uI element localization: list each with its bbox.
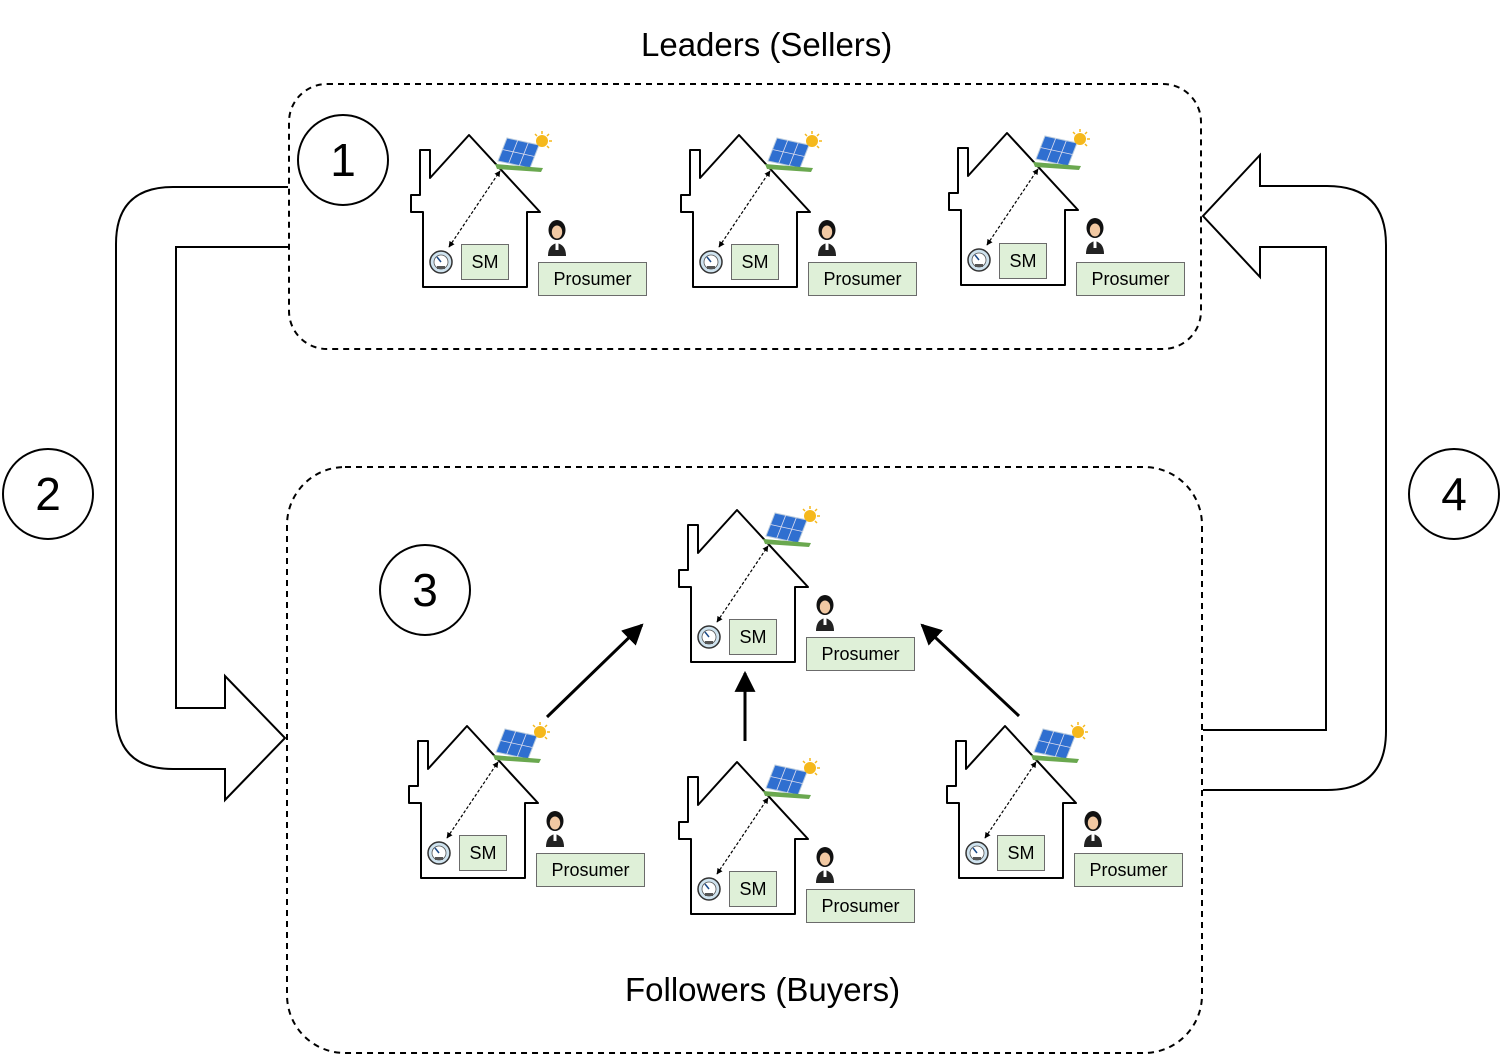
sm-label: SM [999, 243, 1047, 279]
left-flow-arrow [115, 186, 288, 803]
follower-arrow-right [920, 623, 1021, 718]
sm-label: SM [461, 244, 509, 280]
right-flow-arrow [1201, 152, 1387, 791]
prosumer-label: Prosumer [806, 637, 915, 671]
prosumer-label: Prosumer [1074, 853, 1183, 887]
sm-label: SM [459, 835, 507, 871]
leaders-group-box [288, 83, 1202, 350]
prosumer-label: Prosumer [806, 889, 915, 923]
leaders-title: Leaders (Sellers) [641, 26, 893, 63]
sm-label: SM [997, 835, 1045, 871]
sm-label: SM [731, 244, 779, 280]
step-3-circle: 3 [379, 544, 471, 636]
prosumer-label: Prosumer [536, 853, 645, 887]
sm-label: SM [729, 871, 777, 907]
followers-group-box [286, 466, 1203, 1054]
step-1-circle: 1 [297, 114, 389, 206]
sm-label: SM [729, 619, 777, 655]
followers-title: Followers (Buyers) [625, 971, 901, 1008]
follower-arrow-left [545, 623, 644, 719]
prosumer-label: Prosumer [808, 262, 917, 296]
step-2-circle: 2 [2, 448, 94, 540]
prosumer-label: Prosumer [538, 262, 647, 296]
prosumer-label: Prosumer [1076, 262, 1185, 296]
step-4-circle: 4 [1408, 448, 1500, 540]
